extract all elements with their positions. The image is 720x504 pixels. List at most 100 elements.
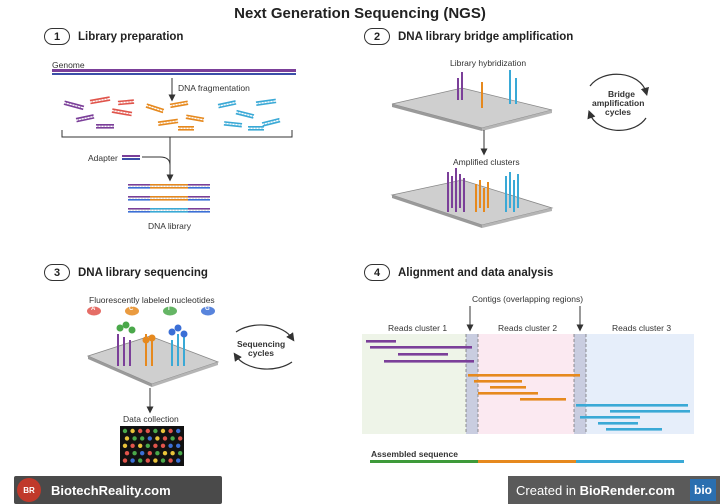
biorender-text: Created in BioRender.com (516, 482, 675, 498)
biotechreality-banner[interactable]: BR BiotechReality.com (14, 476, 222, 504)
adapter-segment (188, 208, 210, 210)
flow-cell-edge (392, 104, 482, 131)
dna-fragment (248, 126, 264, 131)
fluorescent-dot (132, 436, 137, 441)
fluorescent-dot (130, 458, 135, 463)
step-label: Library preparation (78, 30, 184, 43)
step-number: 3 (44, 264, 70, 281)
nucleotide-letter: C (129, 306, 134, 312)
sequence-read (366, 340, 396, 343)
fluorescent-dot (138, 428, 143, 434)
sequence-read (610, 410, 690, 413)
dna-fragment (63, 100, 85, 111)
step-3-heading: 3 DNA library sequencing (44, 264, 208, 281)
labeled-nucleotides (87, 306, 215, 316)
step-number: 2 (364, 28, 390, 45)
sequence-read (576, 404, 688, 407)
bound-nucleotide (168, 328, 176, 336)
insert-segment (150, 184, 188, 186)
fluorescent-dot (138, 458, 143, 463)
reads-cluster-2-label: Reads cluster 2 (498, 323, 558, 333)
flow-cell-top-2 (390, 179, 554, 226)
sequence-reads (366, 340, 690, 431)
library-label: DNA library (148, 221, 191, 231)
fluorescent-dot (178, 436, 183, 441)
fluorescent-dot (153, 443, 158, 448)
adapter-mark (122, 155, 140, 157)
fluorescent-dot (168, 443, 173, 448)
genome-strand (52, 69, 296, 75)
fluorescent-dots (122, 428, 183, 463)
dna-fragment (223, 121, 243, 128)
fluorescent-dot (168, 428, 173, 434)
sequence-read (520, 398, 566, 401)
sequence-read (606, 428, 662, 431)
dna-fragment (111, 108, 133, 117)
fluorescent-dot (155, 436, 160, 441)
sequence-read (398, 353, 448, 356)
fluorescent-dot (132, 451, 137, 456)
nucleotides-label: Fluorescently labeled nucleotides (89, 295, 215, 305)
bound-nucleotide (148, 334, 156, 342)
nucleotide-bubble (201, 306, 215, 316)
contig-overlap-1 (466, 334, 478, 434)
dna-fragment (255, 98, 277, 106)
fluorescent-dot (178, 451, 183, 456)
bound-nucleotide (116, 324, 124, 332)
fluorescent-dot (160, 443, 166, 448)
sequence-read (474, 380, 522, 383)
sequence-read (436, 346, 472, 349)
nucleotide-bubble (163, 306, 177, 316)
adapter-segment (128, 184, 150, 186)
fluorescent-dot (162, 451, 168, 456)
fragmentation-label: DNA fragmentation (178, 83, 250, 93)
sequencing-strands (116, 321, 188, 366)
dna-fragment (169, 100, 189, 109)
dna-fragment (75, 114, 95, 123)
sequence-read (468, 374, 580, 377)
reads-cluster-1-label: Reads cluster 1 (388, 323, 448, 333)
step-label: Alignment and data analysis (398, 266, 554, 279)
sequence-read (580, 416, 640, 419)
contig-overlap-2 (574, 334, 586, 434)
dna-fragment (89, 96, 111, 105)
step-1-heading: 1 Library preparation (44, 28, 183, 45)
flow-cell-top (391, 87, 553, 129)
step-label: DNA library sequencing (78, 266, 208, 279)
dna-fragment (235, 109, 255, 119)
step-2-heading: 2 DNA library bridge amplification (364, 28, 573, 45)
fluorescent-dot (168, 458, 173, 463)
fragment-bracket (61, 130, 293, 138)
biorender-banner[interactable]: Created in BioRender.com bio (508, 476, 720, 504)
collection-label: Data collection (123, 414, 179, 424)
sequence-read (478, 392, 538, 395)
assembled-segment-2 (478, 460, 576, 463)
step-number: 4 (364, 264, 390, 281)
bound-nucleotide (128, 326, 136, 334)
nucleotide-bubble (125, 306, 139, 316)
seq-cycle-line-2: cycles (248, 348, 274, 358)
fluorescent-dot (160, 458, 166, 463)
assembled-label: Assembled sequence (371, 449, 458, 459)
insert-segment (150, 208, 188, 210)
fluorescent-dot (145, 443, 150, 448)
sequence-read (598, 422, 638, 425)
data-collection-image (120, 426, 184, 466)
fluorescent-dot (130, 443, 135, 448)
fluorescent-dot (140, 436, 145, 441)
adapter-label: Adapter (88, 153, 118, 163)
fluorescent-dot (122, 428, 128, 434)
bound-nucleotide (180, 330, 188, 338)
sequence-read (490, 386, 526, 389)
amplified-clusters (447, 168, 519, 212)
nucleotide-letter: G (205, 306, 210, 312)
biotechreality-text: BiotechReality.com (51, 482, 171, 498)
fluorescent-dot (145, 458, 150, 463)
adapter-segment (188, 196, 210, 198)
adapter-segment (188, 184, 210, 186)
adapter-segment (128, 196, 150, 198)
fluorescent-dot (138, 443, 143, 448)
biotechreality-logo: BR (17, 478, 41, 502)
seq-cycle-arrow-bottom (233, 352, 293, 370)
